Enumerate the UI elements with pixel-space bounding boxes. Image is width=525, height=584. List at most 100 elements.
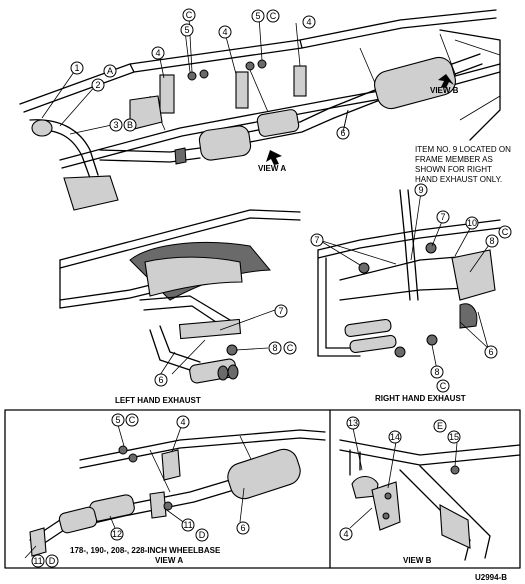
callout-C-top-b	[266, 9, 280, 23]
view-b-arrow-icon	[438, 74, 454, 88]
svg-text:11: 11	[183, 520, 192, 530]
callout-15	[447, 430, 461, 444]
callout-9	[414, 183, 428, 197]
svg-text:6: 6	[340, 128, 345, 138]
view-b-top-label: VIEW B	[430, 86, 459, 95]
svg-text:4: 4	[155, 48, 160, 58]
svg-text:C: C	[129, 415, 136, 425]
view-a-top-label: VIEW A	[258, 164, 286, 173]
svg-text:C: C	[186, 10, 193, 20]
callout-4-view-b	[339, 527, 353, 541]
callout-6-left	[154, 373, 168, 387]
svg-text:12: 12	[112, 529, 122, 539]
callout-14	[388, 430, 402, 444]
callout-5-view-a	[111, 413, 125, 427]
svg-text:6: 6	[488, 347, 493, 357]
callout-6-top	[336, 126, 350, 140]
callout-4-view-a	[176, 415, 190, 429]
svg-text:4: 4	[306, 17, 311, 27]
svg-text:FRAME MEMBER AS: FRAME MEMBER AS	[415, 155, 493, 164]
callout-11-view-a-b	[31, 554, 45, 568]
view-a-bottom-callouts: 5 C 4 12 11 D 11 D 6	[24, 413, 250, 568]
svg-text:6: 6	[158, 375, 163, 385]
svg-text:5: 5	[115, 415, 120, 425]
wheelbase-label: 178-, 190-, 208-, 228-INCH WHEELBASE	[70, 546, 221, 555]
view-a-bottom-drawing	[29, 429, 326, 557]
svg-text:10: 10	[467, 218, 477, 228]
svg-text:8: 8	[489, 236, 494, 246]
svg-text:D: D	[49, 556, 56, 566]
callout-4-top-a	[302, 15, 316, 29]
svg-text:4: 4	[222, 27, 227, 37]
figure-id-label: U2994-B	[475, 573, 507, 582]
left-hand-exhaust-drawing	[59, 209, 301, 384]
callout-1	[70, 61, 84, 75]
callout-C-right-a	[498, 225, 512, 239]
callout-6-view-a	[236, 521, 250, 535]
callout-8-right-a	[485, 234, 499, 248]
callout-E	[433, 419, 447, 433]
svg-text:8: 8	[272, 343, 277, 353]
svg-text:4: 4	[343, 529, 348, 539]
callout-6-right	[484, 345, 498, 359]
callout-8-right-b	[430, 365, 444, 379]
svg-text:A: A	[107, 66, 113, 76]
callout-8-left	[268, 341, 282, 355]
svg-text:5: 5	[184, 25, 189, 35]
svg-text:3: 3	[113, 120, 118, 130]
callout-7-right-a	[310, 233, 324, 247]
callout-5-top-a	[180, 23, 194, 37]
callout-13	[346, 416, 360, 430]
callout-C-right-b	[436, 379, 450, 393]
callout-C-top-a	[182, 8, 196, 22]
view-b-bottom-label: VIEW B	[403, 556, 432, 565]
left-hand-exhaust-label: LEFT HAND EXHAUST	[115, 396, 201, 405]
callout-7-left	[274, 304, 288, 318]
callout-5-top-b	[251, 9, 265, 23]
svg-text:13: 13	[348, 418, 358, 428]
callout-B	[123, 118, 137, 132]
callout-11-view-a-a	[181, 518, 195, 532]
svg-text:SHOWN FOR RIGHT: SHOWN FOR RIGHT	[415, 165, 492, 174]
view-a-arrow-icon	[266, 150, 282, 165]
right-callouts: 7 9 7 10 C 8 6 8 C	[310, 109, 512, 393]
top-exhaust-pipe	[29, 53, 483, 211]
item-9-note: ITEM NO. 9 LOCATED ON FRAME MEMBER AS SH…	[415, 145, 511, 184]
svg-text:4: 4	[180, 417, 185, 427]
svg-text:D: D	[199, 530, 206, 540]
svg-text:7: 7	[440, 212, 445, 222]
callout-C-left	[283, 341, 297, 355]
view-a-bottom-label: VIEW A	[155, 556, 183, 565]
view-b-bottom-drawing	[339, 439, 521, 561]
svg-text:C: C	[287, 343, 294, 353]
svg-text:8: 8	[434, 367, 439, 377]
callout-C-view-a	[125, 413, 139, 427]
svg-text:5: 5	[255, 11, 260, 21]
bottom-panel-border	[4, 409, 521, 569]
callout-D-view-a-a	[195, 528, 209, 542]
svg-text:2: 2	[95, 80, 100, 90]
left-callouts: 7 8 C 6	[154, 304, 297, 387]
top-hangers	[129, 59, 307, 131]
callout-4-top-c	[151, 46, 165, 60]
top-callouts: C 5 5 C 4 4 4 1 A 2 3 B 6	[41, 8, 350, 140]
right-hand-exhaust-label: RIGHT HAND EXHAUST	[375, 394, 466, 403]
callout-12	[110, 527, 124, 541]
svg-text:E: E	[437, 421, 443, 431]
callout-3	[109, 118, 123, 132]
callout-2	[91, 78, 105, 92]
svg-text:HAND EXHAUST ONLY.: HAND EXHAUST ONLY.	[415, 175, 502, 184]
callout-4-top-b	[218, 25, 232, 39]
svg-text:14: 14	[390, 432, 400, 442]
svg-text:9: 9	[418, 185, 423, 195]
svg-text:11: 11	[33, 556, 42, 566]
svg-text:7: 7	[278, 306, 283, 316]
svg-text:ITEM NO. 9 LOCATED ON: ITEM NO. 9 LOCATED ON	[415, 145, 511, 154]
svg-text:C: C	[440, 381, 447, 391]
svg-text:15: 15	[449, 432, 459, 442]
svg-text:C: C	[502, 227, 509, 237]
svg-text:B: B	[127, 120, 133, 130]
svg-text:7: 7	[314, 235, 319, 245]
